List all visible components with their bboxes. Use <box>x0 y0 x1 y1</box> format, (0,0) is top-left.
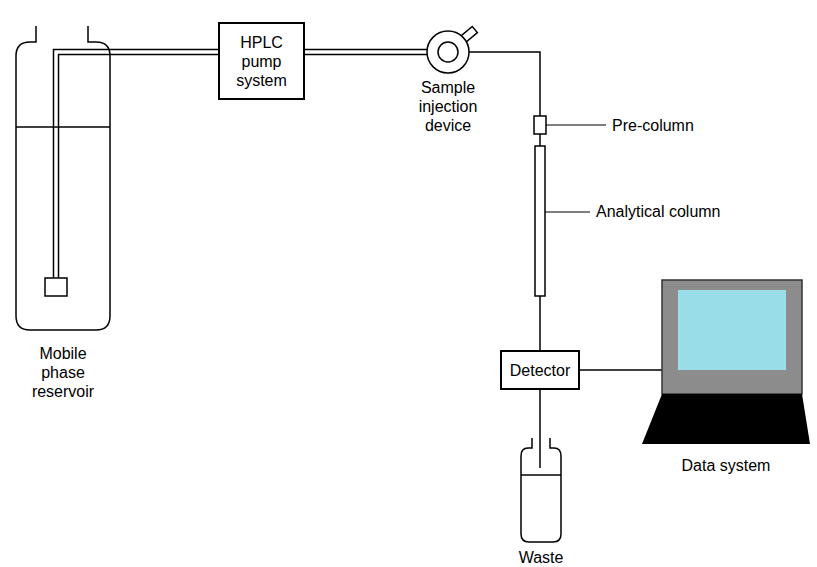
bottle-outline <box>521 438 561 542</box>
leader-line <box>545 212 590 213</box>
flow-path <box>539 390 541 468</box>
analytical-column <box>535 146 545 296</box>
part-label: Analytical column <box>596 202 721 221</box>
liquid-level <box>16 126 110 128</box>
waste-bottle: Waste <box>511 438 571 567</box>
valve-rotor <box>438 42 458 62</box>
bottle-outline <box>16 26 110 330</box>
tube-wall <box>305 49 427 56</box>
waste-bottle-shape <box>511 438 571 544</box>
valve-body <box>427 31 469 73</box>
tube-bore <box>305 50 427 54</box>
component-label: Waste <box>511 548 571 567</box>
flow-path <box>580 369 662 371</box>
tube-wall <box>56 52 218 288</box>
flow-line <box>580 370 662 371</box>
component-label: Sample injection device <box>400 78 496 135</box>
liquid-level <box>521 474 561 476</box>
component-label: Data system <box>640 456 812 475</box>
detector-box: Detector <box>500 350 580 390</box>
tubing-line <box>56 52 218 288</box>
injection-valve-shape <box>400 20 496 76</box>
monitor-screen <box>678 290 786 370</box>
component-label: HPLC pump system <box>226 33 297 90</box>
data-system-computer-shape <box>640 278 812 446</box>
tube-bore <box>56 52 218 288</box>
monitor-bezel <box>662 280 802 394</box>
inlet-filter <box>45 278 67 296</box>
component-label: Detector <box>510 361 570 380</box>
component-label: Mobile phase reservoir <box>23 344 103 401</box>
reservoir-bottle: Mobile phase reservoir <box>14 26 112 401</box>
pump-box: HPLC pump system <box>218 22 305 100</box>
flow-line <box>540 390 541 468</box>
flow-line <box>469 52 540 350</box>
keyboard-base <box>642 394 810 444</box>
flow-path <box>469 52 540 350</box>
tubing-line <box>305 52 427 53</box>
part-label: Pre-column <box>612 116 694 135</box>
leader-line <box>546 125 606 126</box>
reservoir-bottle-shape <box>14 26 112 332</box>
pre-column <box>534 116 546 134</box>
injection-valve: Sample injection device <box>400 20 496 135</box>
data-system-computer: Data system <box>640 278 812 475</box>
